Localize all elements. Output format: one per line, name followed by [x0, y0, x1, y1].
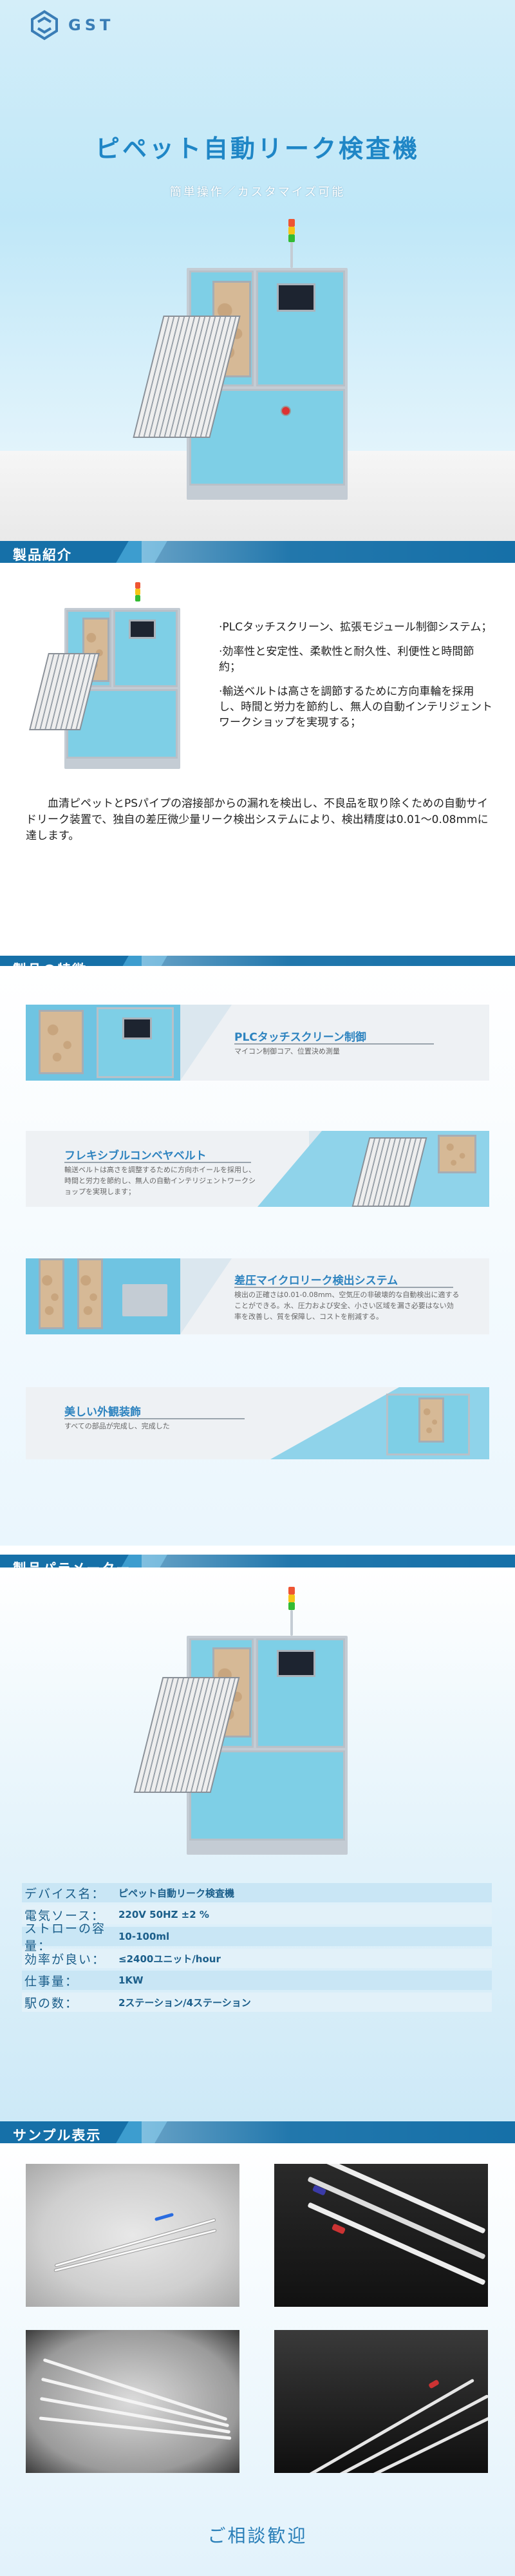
- param-value: 2ステーション/4ステーション: [118, 1996, 251, 2009]
- param-value: ピペット自動リーク検査機: [118, 1887, 235, 1899]
- intro-section: ·PLCタッチスクリーン、拡張モジュール制御システム； ·効率性と安定性、柔軟性…: [0, 563, 515, 949]
- feature-desc: 輸送ベルトは高さを調整するために方向ホイールを採用し、時間と労力を節約し、無人の…: [64, 1166, 256, 1196]
- intro-bullet: ·効率性と安定性、柔軟性と耐久性、利便性と時間節約；: [219, 645, 474, 674]
- brand-name: GST: [68, 16, 115, 34]
- feature-title: 美しい外観装飾: [64, 1406, 141, 1419]
- section-title-intro: 製品紹介: [13, 547, 72, 563]
- hero-machine-image: [133, 219, 360, 528]
- sample-photo: [274, 2330, 488, 2473]
- samples-section: ご相談歓迎: [0, 2143, 515, 2576]
- feature-card: フレキシブルコンベヤベルト 輸送ベルトは高さを調整するために方向ホイールを採用し…: [26, 1131, 489, 1207]
- param-value: 10-100ml: [118, 1931, 170, 1942]
- param-value: 1KW: [118, 1975, 144, 1986]
- params-machine-image: [133, 1587, 360, 1870]
- feature-title: フレキシブルコンベヤベルト: [64, 1150, 207, 1162]
- params-table: デバイス名： ピペット自動リーク検査機 電気ソース： 220V 50HZ ±2 …: [22, 1883, 492, 2014]
- param-value: ≤2400ユニット/hour: [118, 1953, 221, 1965]
- sample-photo: [26, 2330, 239, 2473]
- features-section: PLCタッチスクリーン制御 マイコン制御コア、位置決め測量 フレキシブルコンベヤ…: [0, 966, 515, 1546]
- section-title-samples: サンプル表示: [13, 2128, 102, 2143]
- param-row: 仕事量： 1KW: [22, 1971, 492, 1990]
- section-bar-samples: サンプル表示: [0, 2121, 515, 2143]
- param-label: デバイス名：: [24, 1886, 106, 1901]
- param-label: 電気ソース：: [24, 1908, 106, 1923]
- brand-logo[interactable]: GST: [28, 9, 114, 41]
- param-label: 駅の数：: [24, 1996, 79, 2011]
- intro-machine-image: [29, 582, 187, 782]
- feature-card: 差圧マイクロリーク検出システム 検出の正確さは0.01-0.08mm、空気圧の非…: [26, 1258, 489, 1334]
- section-bar-intro: 製品紹介: [0, 541, 515, 563]
- param-row: ストローの容量： 10-100ml: [22, 1922, 492, 1953]
- feature-desc: 検出の正確さは0.01-0.08mm、空気圧の非破壊的な自動検出に適することがで…: [234, 1291, 460, 1321]
- logo-icon: [31, 10, 58, 41]
- param-value: 220V 50HZ ±2 %: [118, 1909, 209, 1920]
- consultation-cta[interactable]: ご相談歓迎: [207, 2525, 308, 2546]
- hero-section: GST ピペット自動リーク検査機 簡単操作／カスタマイズ可能: [0, 0, 515, 541]
- sample-photo: [26, 2164, 239, 2307]
- param-label: ストローの容量：: [24, 1922, 106, 1953]
- feature-desc: マイコン制御コア、位置決め測量: [234, 1047, 340, 1056]
- feature-desc: すべての部品が完成し、完成した: [64, 1422, 170, 1430]
- param-label: 仕事量：: [24, 1974, 79, 1989]
- intro-bullet: ·PLCタッチスクリーン、拡張モジュール制御システム；: [219, 621, 492, 634]
- param-row: 駅の数： 2ステーション/4ステーション: [22, 1993, 492, 2012]
- feature-title: PLCタッチスクリーン制御: [234, 1031, 366, 1044]
- page-title: ピペット自動リーク検査機: [95, 135, 420, 163]
- param-row: 効率が良い： ≤2400ユニット/hour: [22, 1949, 492, 1968]
- feature-title: 差圧マイクロリーク検出システム: [234, 1274, 398, 1287]
- feature-card: PLCタッチスクリーン制御 マイコン制御コア、位置決め測量: [26, 1005, 489, 1081]
- intro-paragraph: 血清ピペットとPSパイプの溶接部からの漏れを検出し、不良品を取り除くための自動サ…: [26, 797, 489, 842]
- param-label: 効率が良い：: [24, 1952, 106, 1967]
- param-row: デバイス名： ピペット自動リーク検査機: [22, 1883, 492, 1902]
- intro-bullets: ·PLCタッチスクリーン、拡張モジュール制御システム； ·効率性と安定性、柔軟性…: [219, 620, 496, 739]
- sample-photo: [274, 2164, 488, 2307]
- params-section: デバイス名： ピペット自動リーク検査機 電気ソース： 220V 50HZ ±2 …: [0, 1567, 515, 2121]
- hero-subtitle: 簡単操作／カスタマイズ可能: [169, 185, 346, 199]
- param-row: 電気ソース： 220V 50HZ ±2 %: [22, 1905, 492, 1924]
- intro-bullet: ·輸送ベルトは高さを調節するために方向車輪を採用し、時間と労力を節約し、無人の自…: [219, 685, 492, 729]
- feature-card: 美しい外観装飾 すべての部品が完成し、完成した: [26, 1387, 489, 1459]
